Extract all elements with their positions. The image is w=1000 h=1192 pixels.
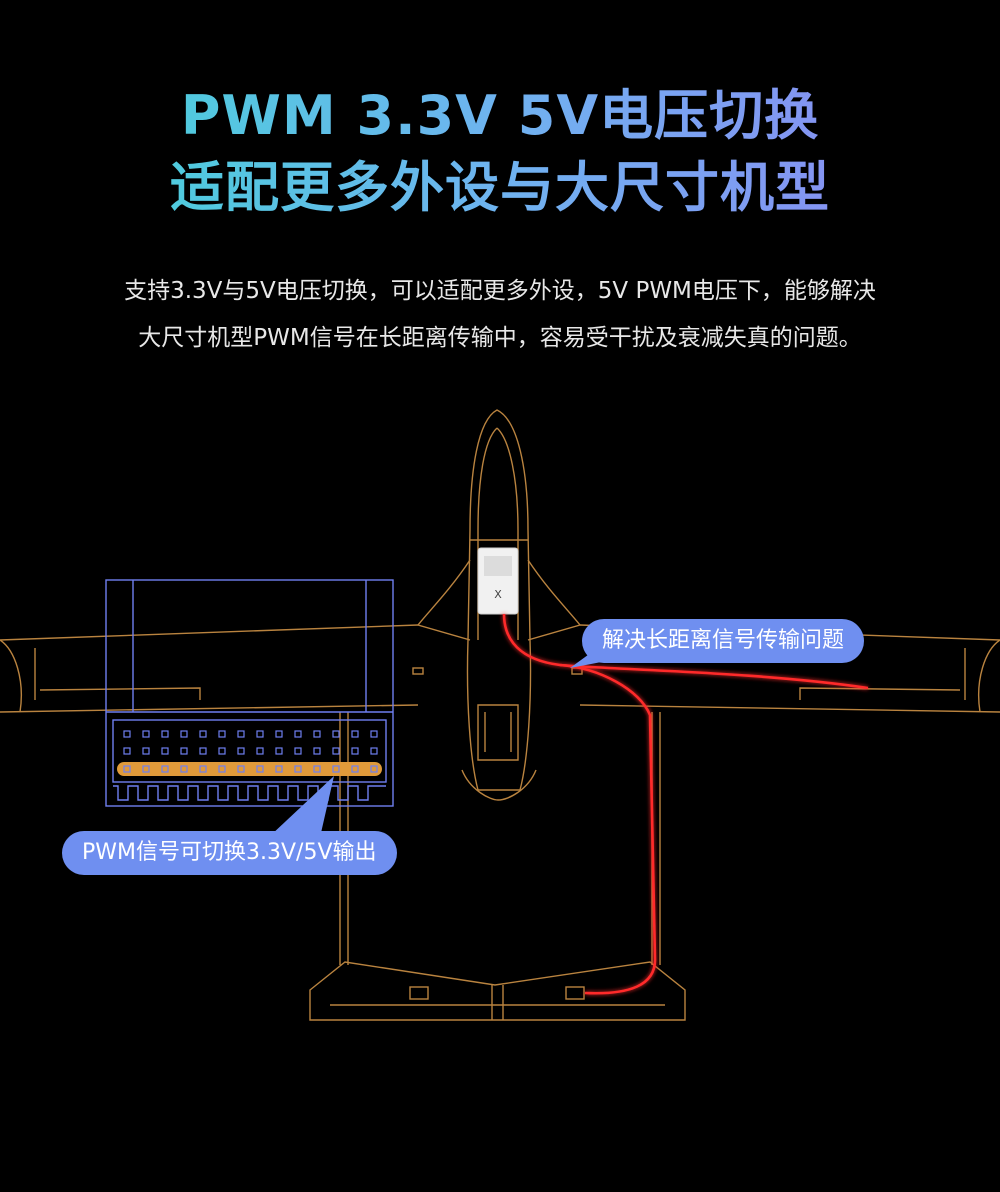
connector-pin	[142, 765, 150, 773]
connector-pin	[123, 765, 131, 773]
connector-pin	[218, 730, 226, 738]
signal-cable	[502, 613, 869, 995]
connector-pin	[199, 747, 207, 755]
description-line-1: 支持3.3V与5V电压切换，可以适配更多外设，5V PWM电压下，能够解决	[124, 278, 876, 304]
connector-pin	[142, 730, 150, 738]
connector-pin	[161, 747, 169, 755]
connector-pin	[123, 730, 131, 738]
connector-pin	[199, 730, 207, 738]
connector-pin	[275, 730, 283, 738]
pwm-connector-box	[105, 579, 394, 807]
connector-pin	[313, 765, 321, 773]
connector-pin	[199, 765, 207, 773]
connector-pin	[142, 747, 150, 755]
callout-pointer-pwm	[270, 776, 334, 846]
airframe-outline	[0, 409, 1000, 1021]
connector-pin	[256, 747, 264, 755]
connector-pin	[351, 730, 359, 738]
connector-pin	[275, 765, 283, 773]
highlighted-pin-strip	[117, 762, 382, 776]
airframe-diagram: X	[0, 409, 1000, 1021]
connector-pin	[275, 747, 283, 755]
connector-pin	[294, 765, 302, 773]
connector-pin	[237, 765, 245, 773]
headline-line-2: 适配更多外设与大尺寸机型	[0, 156, 1000, 220]
connector-pin	[161, 765, 169, 773]
flight-controller-module: X	[477, 547, 519, 615]
connector-pin	[370, 765, 378, 773]
connector-pin	[294, 730, 302, 738]
connector-pin	[180, 730, 188, 738]
connector-pin	[237, 747, 245, 755]
callout-signal-transmission: 解决长距离信号传输问题	[582, 619, 865, 663]
connector-pin	[256, 730, 264, 738]
connector-pin	[351, 747, 359, 755]
connector-pin	[161, 730, 169, 738]
connector-pin	[351, 765, 359, 773]
connector-pin	[237, 730, 245, 738]
connector-pin	[218, 747, 226, 755]
connector-pin	[313, 730, 321, 738]
connector-pin	[123, 747, 131, 755]
description-line-2: 大尺寸机型PWM信号在长距离传输中，容易受干扰及衰减失真的问题。	[138, 325, 862, 351]
connector-pin	[180, 747, 188, 755]
connector-pin	[332, 730, 340, 738]
connector-pin	[256, 765, 264, 773]
connector-pin	[294, 747, 302, 755]
connector-pin-rows	[117, 730, 382, 776]
connector-pin	[332, 765, 340, 773]
connector-pin	[370, 730, 378, 738]
connector-pin	[313, 747, 321, 755]
module-logo: X	[494, 588, 502, 601]
connector-pin	[370, 747, 378, 755]
connector-pin	[180, 765, 188, 773]
headline-line-1: PWM 3.3V 5V电压切换	[0, 84, 1000, 148]
callout-pwm-voltage: PWM信号可切换3.3V/5V输出	[62, 831, 397, 875]
connector-pin	[218, 765, 226, 773]
connector-pin	[332, 747, 340, 755]
